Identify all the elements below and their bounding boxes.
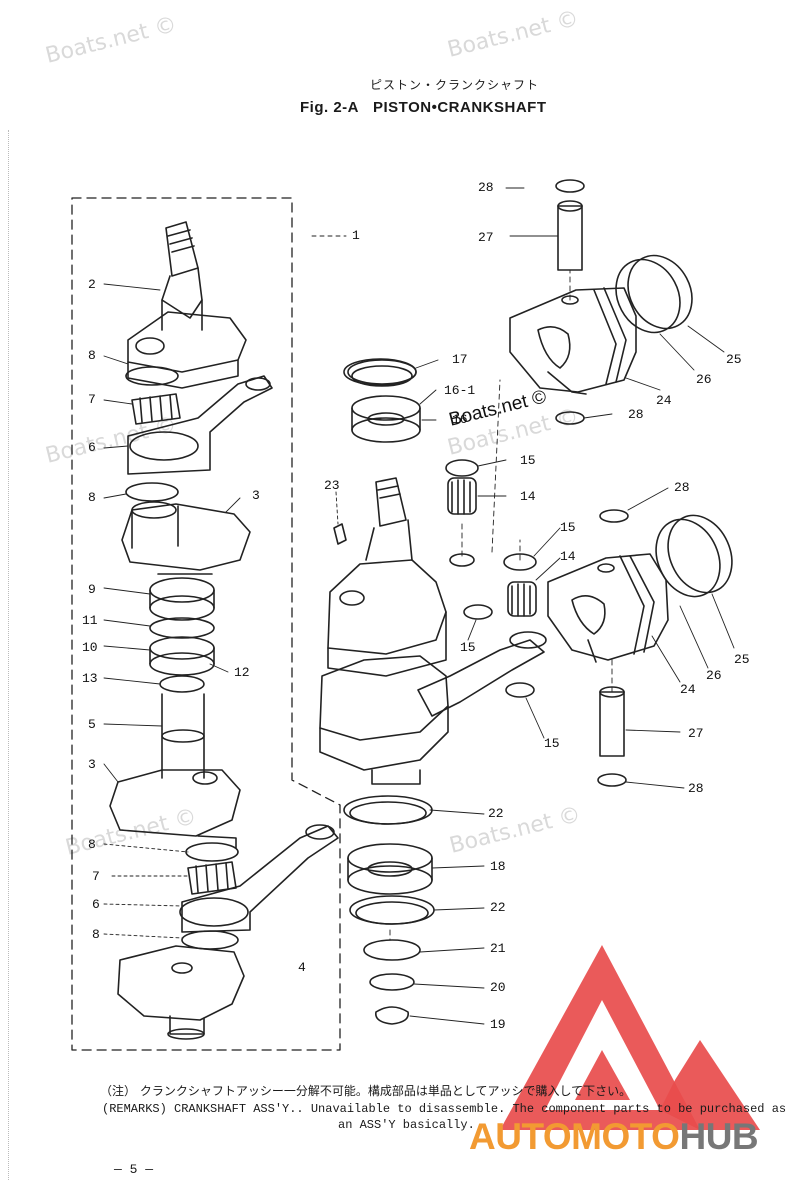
callout-10: 10	[82, 640, 98, 655]
logo-part-2: HUB	[679, 1116, 759, 1157]
callout-9: 9	[88, 582, 96, 597]
leader-lines	[103, 187, 735, 1025]
callout-8: 8	[88, 348, 96, 363]
callout-28: 28	[628, 407, 644, 422]
remarks-english: (REMARKS) CRANKSHAFT ASS'Y.. Unavailable…	[102, 1102, 787, 1116]
callout-2: 2	[88, 277, 96, 292]
callout-6: 6	[92, 897, 100, 912]
lower-piston-assembly	[547, 509, 733, 787]
callout-1: 1	[352, 228, 360, 243]
callout-22: 22	[488, 806, 504, 821]
logo-mark	[500, 945, 760, 1130]
callout-24: 24	[680, 682, 696, 697]
callout-8: 8	[88, 490, 96, 505]
logo-part-1: AUTOMOTO	[469, 1116, 680, 1157]
callout-13: 13	[82, 671, 98, 686]
center-crankshaft	[319, 358, 547, 1025]
callout-15: 15	[460, 640, 476, 655]
callout-23: 23	[324, 478, 340, 493]
remarks-english-continued: an ASS'Y basically.	[338, 1118, 475, 1132]
callout-27: 27	[688, 726, 704, 741]
callout-3: 3	[88, 757, 96, 772]
figure-title-japanese: ピストン・クランクシャフト	[370, 78, 540, 92]
assembly-boundary	[71, 197, 341, 1051]
callout-18: 18	[490, 859, 506, 874]
callout-19: 19	[490, 1017, 506, 1032]
callout-6: 6	[88, 440, 96, 455]
remarks-japanese: （注） クランクシャフトアッシー一分解不可能。構成部品は単品としてアッシで購入し…	[100, 1084, 632, 1098]
callout-22: 22	[490, 900, 506, 915]
callout-25: 25	[726, 352, 742, 367]
figure-name: PISTON•CRANKSHAFT	[373, 99, 547, 116]
callout-28: 28	[478, 180, 494, 195]
callout-8: 8	[88, 837, 96, 852]
callout-11: 11	[82, 613, 98, 628]
logo-wordmark: AUTOMOTOHUB	[469, 1116, 759, 1158]
callout-15: 15	[520, 453, 536, 468]
upper-piston-assembly	[509, 179, 693, 425]
callout-15: 15	[560, 520, 576, 535]
callout-5: 5	[88, 717, 96, 732]
callout-20: 20	[490, 980, 506, 995]
callout-7: 7	[88, 392, 96, 407]
callout-3: 3	[252, 488, 260, 503]
callout-14: 14	[520, 489, 536, 504]
callout-28: 28	[674, 480, 690, 495]
callout-17: 17	[452, 352, 468, 367]
callout-25: 25	[734, 652, 750, 667]
scan-edge	[8, 130, 11, 1180]
callout-16: 16	[452, 412, 468, 427]
alignment-lines	[389, 269, 613, 941]
callout-12: 12	[234, 665, 250, 680]
callout-28: 28	[688, 781, 704, 796]
callout-26: 26	[696, 372, 712, 387]
figure-title: Fig. 2-A PISTON•CRANKSHAFT	[300, 99, 546, 116]
callout-27: 27	[478, 230, 494, 245]
callout-21: 21	[490, 941, 506, 956]
callout-7: 7	[92, 869, 100, 884]
callout-26: 26	[706, 668, 722, 683]
page-number: — 5 —	[114, 1162, 154, 1177]
callout-24: 24	[656, 393, 672, 408]
callout-4: 4	[298, 960, 306, 975]
callout-15: 15	[544, 736, 560, 751]
figure-number: Fig. 2-A	[300, 99, 359, 116]
callout-14: 14	[560, 549, 576, 564]
left-crankshaft-assembly	[109, 221, 339, 1040]
callout-16-1: 16-1	[444, 383, 476, 398]
callout-8: 8	[92, 927, 100, 942]
